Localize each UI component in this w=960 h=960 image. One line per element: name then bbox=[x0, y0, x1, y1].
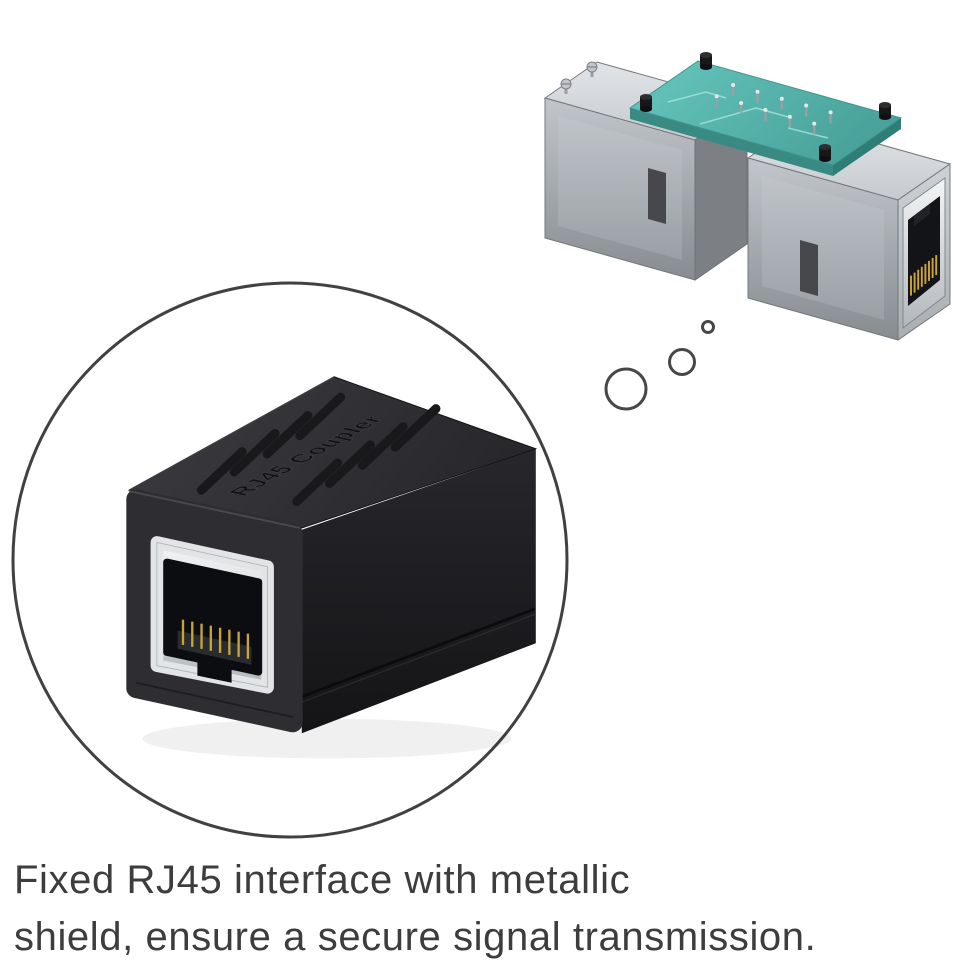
caption-line-2: shield, ensure a secure signal transmiss… bbox=[14, 915, 817, 959]
rj45-port-closeup bbox=[150, 536, 274, 694]
housing-right-slot bbox=[800, 240, 818, 296]
coupler-shadow bbox=[142, 718, 512, 759]
rj45-port-exploded bbox=[902, 177, 946, 330]
pcb-front-edge bbox=[630, 108, 833, 176]
pcb-traces bbox=[667, 91, 829, 139]
screw-icon bbox=[586, 61, 598, 77]
port-contact-shelf bbox=[177, 630, 252, 665]
bubble-trail bbox=[604, 320, 715, 411]
bubble-large bbox=[604, 367, 648, 411]
port-gold-contacts bbox=[910, 255, 938, 296]
housing-mount-screws bbox=[560, 61, 598, 94]
coupler-closeup: RJ45 Coupler bbox=[126, 376, 538, 759]
bubble-small bbox=[701, 320, 715, 334]
coupler-side-seam bbox=[302, 607, 536, 698]
port-latch-slot bbox=[914, 204, 930, 226]
bubble-medium bbox=[668, 348, 696, 376]
coupler-grip-grooves bbox=[196, 392, 441, 507]
pcb-solder-pins bbox=[714, 83, 833, 135]
magnifier-circle bbox=[11, 281, 569, 839]
port-latch-notch bbox=[197, 659, 232, 683]
pcb-corner-standoffs bbox=[640, 52, 891, 162]
exploded-coupler-view bbox=[543, 52, 952, 341]
housing-right-panel bbox=[762, 176, 884, 320]
product-caption: Fixed RJ45 interface with metallic shiel… bbox=[14, 852, 960, 960]
coupler-side-face bbox=[301, 448, 536, 734]
coupler-front-seam bbox=[136, 681, 293, 718]
pcb-right-edge bbox=[833, 118, 901, 176]
housing-left-slot bbox=[648, 168, 666, 224]
screw-icon bbox=[560, 78, 572, 94]
caption-line-1: Fixed RJ45 interface with metallic bbox=[14, 858, 631, 902]
port-gold-contacts bbox=[181, 619, 250, 659]
pcb-board bbox=[628, 52, 903, 176]
housing-left-panel bbox=[558, 116, 682, 260]
